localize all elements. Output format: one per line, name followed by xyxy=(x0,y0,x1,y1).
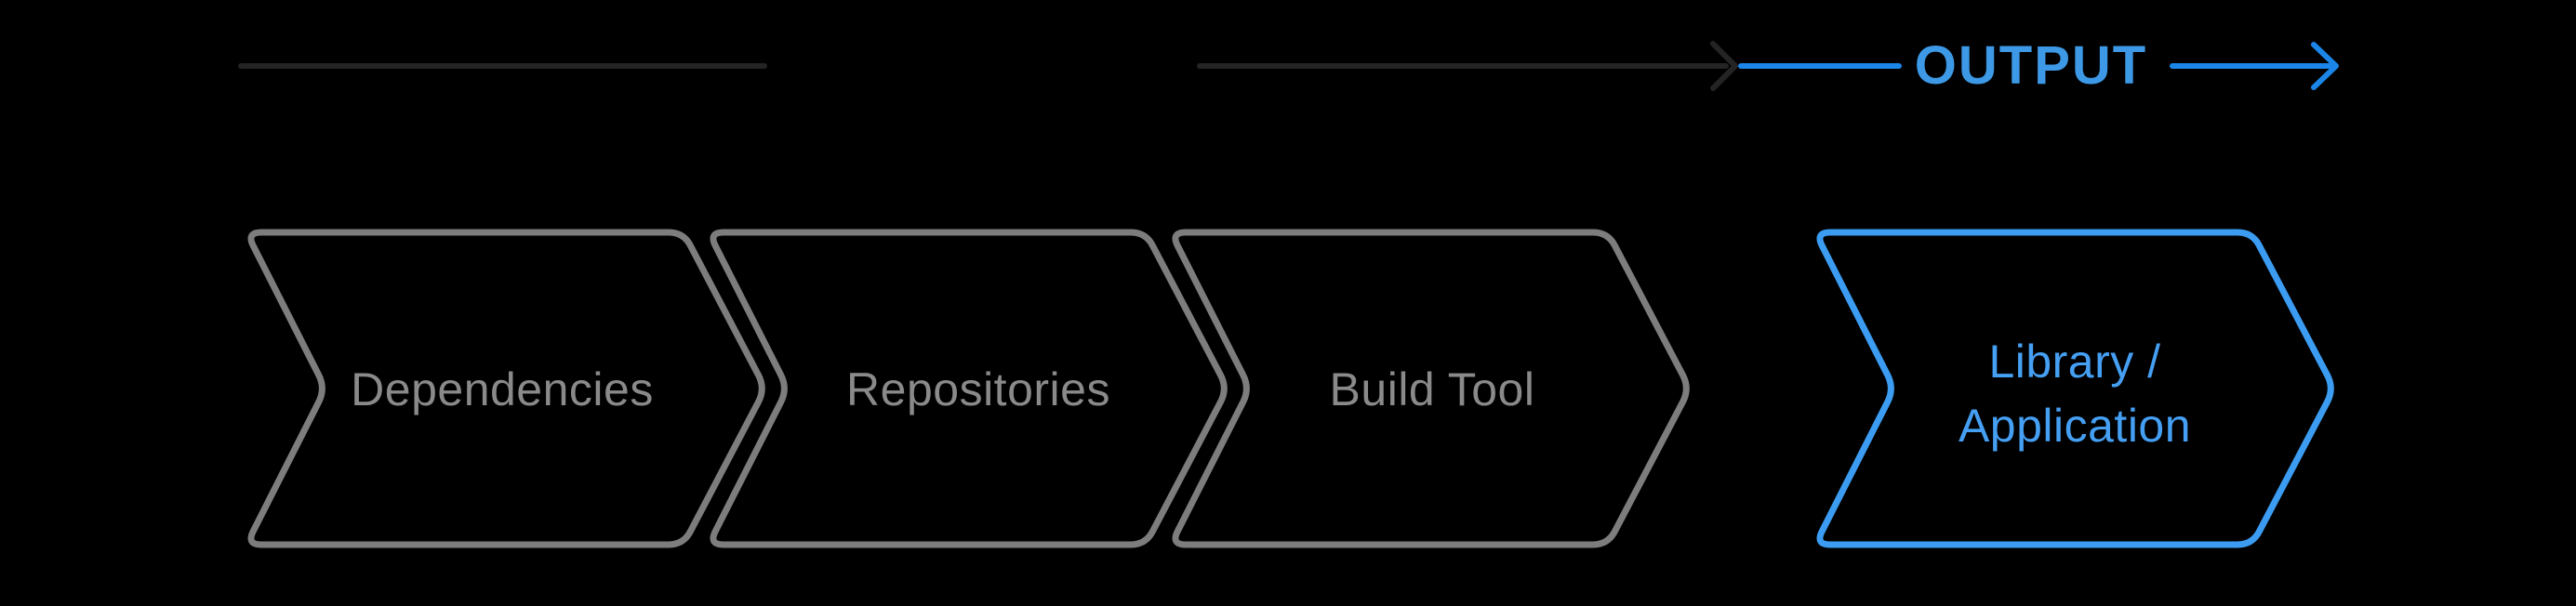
stage-chevron-build-tool xyxy=(1172,229,1690,548)
output-label: OUTPUT xyxy=(1915,35,2147,96)
stage-label-library-line1: Library / xyxy=(1988,336,2160,388)
stage-label-library-line2: Application xyxy=(1959,400,2191,452)
stage-chevron-dependencies xyxy=(247,229,765,548)
stage-chevron-library-application xyxy=(1816,229,2334,548)
timeline-arrow-dark xyxy=(1197,41,1738,91)
stage-label-repositories: Repositories xyxy=(846,363,1110,415)
stage-label-dependencies: Dependencies xyxy=(351,363,654,415)
output-arrow-blue xyxy=(2170,42,2339,90)
stage-label-build-tool: Build Tool xyxy=(1330,363,1535,415)
stage-chevron-repositories xyxy=(710,229,1228,548)
